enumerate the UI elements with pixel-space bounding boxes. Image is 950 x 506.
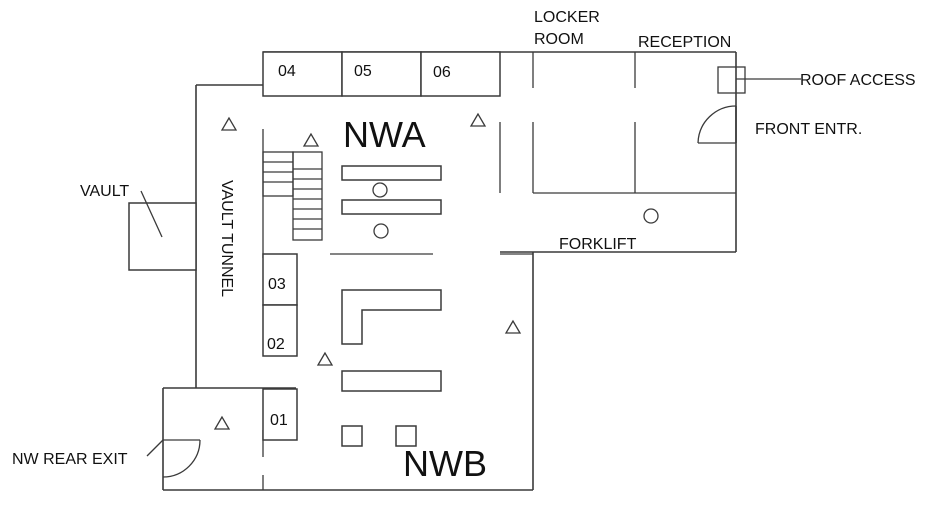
triangle-marker-icon (469, 112, 487, 127)
rack (341, 199, 442, 215)
triangle-marker-icon (220, 116, 238, 131)
bay-04-label: 04 (278, 63, 296, 80)
l-shaped-rack (341, 289, 442, 345)
nwa-area-label: NWA (343, 114, 426, 155)
vault[interactable] (128, 202, 197, 271)
triangle-marker-icon (213, 415, 231, 430)
column-icon (372, 182, 388, 198)
nwb-area-label: NWB (403, 443, 487, 484)
bay-02[interactable] (262, 304, 298, 357)
nw-rear-exit-label: NW REAR EXIT (12, 451, 128, 468)
triangle-marker-icon (504, 319, 522, 334)
bay-05-label: 05 (354, 63, 372, 80)
front-entrance-label: FRONT ENTR. (755, 121, 862, 138)
columns (372, 182, 659, 239)
roof-access-label: ROOF ACCESS (800, 72, 916, 89)
top-bays (262, 51, 501, 97)
nw-rear-exit-door[interactable] (162, 439, 201, 478)
front-entrance-door[interactable] (697, 105, 737, 144)
pallet (341, 425, 363, 447)
reception-label: RECEPTION (638, 34, 731, 51)
forklift-label: FORKLIFT (559, 236, 637, 253)
triangle-marker-icon (302, 132, 320, 147)
bay-03-label: 03 (268, 276, 286, 293)
bay-01[interactable] (262, 388, 298, 441)
vault-leader-line (140, 190, 163, 238)
triangle-marker-icon (316, 351, 334, 366)
outer-walls (162, 51, 737, 491)
bay-02-label: 02 (267, 336, 285, 353)
bay-04[interactable] (262, 51, 343, 97)
pallet (395, 425, 417, 447)
bay-06[interactable] (420, 51, 501, 97)
locker-room-label-line1: LOCKER (534, 9, 600, 26)
markers (213, 112, 522, 430)
rack (341, 370, 442, 392)
locker-room-label-line2: ROOM (534, 31, 584, 48)
roof-access-hatch[interactable] (717, 66, 746, 94)
rack (341, 165, 442, 181)
left-bays (262, 253, 298, 441)
racks (341, 165, 442, 447)
bay-06-label: 06 (433, 64, 451, 81)
column-icon (643, 208, 659, 224)
vault-tunnel-label: VAULT TUNNEL (218, 180, 235, 297)
column-icon (373, 223, 389, 239)
bay-01-label: 01 (270, 412, 288, 429)
rear-exit-leader-line (146, 439, 164, 457)
stairs (262, 151, 323, 241)
vault-label: VAULT (80, 183, 129, 200)
